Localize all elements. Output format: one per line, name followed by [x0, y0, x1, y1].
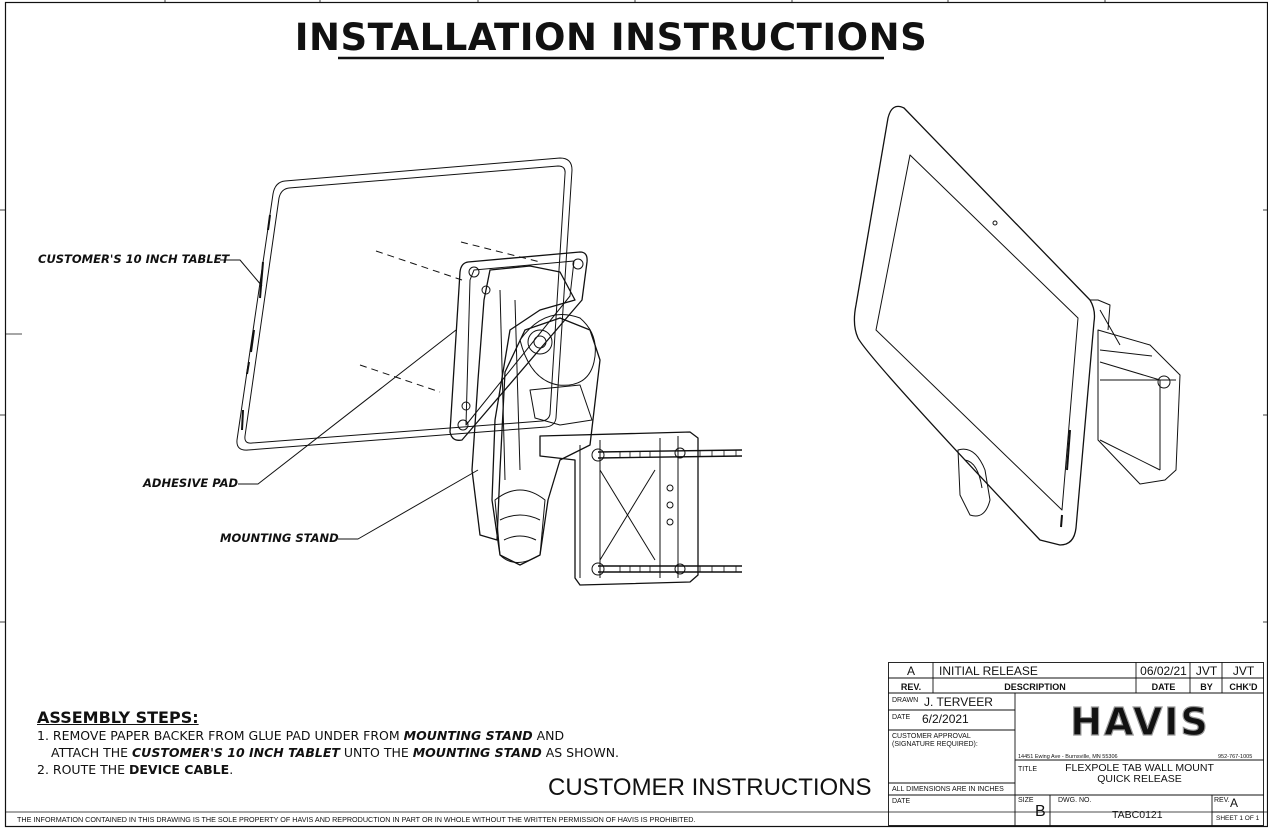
zone-ticks — [0, 0, 1268, 623]
date2-label: DATE — [892, 798, 911, 805]
step2-device-cable: DEVICE CABLE — [129, 762, 230, 777]
assembled-tablet — [853, 105, 1096, 546]
leader-pad — [238, 329, 457, 485]
callout-tablet: CUSTOMER'S 10 INCH TABLET — [38, 252, 230, 266]
rev-block-value: A — [1230, 796, 1239, 810]
rev-value: A — [906, 664, 915, 678]
step1-text-e: AS SHOWN. — [541, 745, 620, 760]
callout-mounting-stand: MOUNTING STAND — [220, 531, 339, 545]
step1-tablet: CUSTOMER'S 10 INCH TABLET — [132, 745, 340, 760]
dwg-no-value: TABC0121 — [1112, 809, 1163, 821]
step2-text-a: 2. ROUTE THE — [37, 762, 129, 777]
rev-by: JVT — [1195, 664, 1218, 678]
size-label: SIZE — [1018, 797, 1034, 804]
assembly-step-1-line-2: ATTACH THE CUSTOMER'S 10 INCH TABLET UNT… — [51, 745, 619, 760]
rev-date: 06/02/21 — [1140, 664, 1187, 678]
screws — [591, 447, 743, 576]
exploded-view-illustration — [220, 157, 743, 586]
sheet-count: SHEET 1 OF 1 — [1216, 815, 1260, 822]
page-title: INSTALLATION INSTRUCTIONS — [294, 16, 928, 59]
assembly-step-1-line-1: 1. REMOVE PAPER BACKER FROM GLUE PAD UND… — [37, 728, 564, 743]
rev-header-date: DATE — [1151, 682, 1176, 692]
rev-header-by: BY — [1200, 682, 1213, 692]
drawn-value: J. TERVEER — [924, 695, 993, 709]
title-label: TITLE — [1018, 766, 1038, 773]
dwg-no-label: DWG. NO. — [1058, 797, 1092, 804]
assembly-step-2: 2. ROUTE THE DEVICE CABLE. — [37, 762, 233, 777]
date-value: 6/2/2021 — [922, 712, 969, 726]
step1-text-a: 1. REMOVE PAPER BACKER FROM GLUE PAD UND… — [37, 728, 404, 743]
rev-description: INITIAL RELEASE — [939, 664, 1038, 678]
drawing-title-line-2: QUICK RELEASE — [1097, 773, 1182, 785]
dims-note: ALL DIMENSIONS ARE IN INCHES — [892, 786, 1004, 793]
company-address: 14451 Ewing Ave - Burnsville, MN 55306 — [1018, 754, 1118, 760]
step1-text-b: AND — [532, 728, 565, 743]
step1-text-c: ATTACH THE — [51, 745, 132, 760]
rev-header-description: DESCRIPTION — [1004, 682, 1066, 692]
tablet-outline — [236, 157, 573, 451]
step2-text-b: . — [229, 762, 234, 777]
rev-block-label: REV. — [1214, 797, 1230, 804]
mounting-stand — [471, 265, 601, 566]
title-block-grid — [888, 662, 1264, 826]
rev-chkd: JVT — [1232, 664, 1255, 678]
drawing-title-line-1: FLEXPOLE TAB WALL MOUNT — [1065, 762, 1214, 774]
approval-line-2: (SIGNATURE REQUIRED): — [892, 741, 978, 748]
wall-bracket — [539, 431, 699, 586]
adhesive-pad — [449, 251, 588, 441]
step1-text-d: UNTO THE — [339, 745, 413, 760]
size-value: B — [1035, 803, 1046, 820]
assembled-view-illustration — [853, 105, 1181, 546]
havis-logo: HAVIS — [1070, 700, 1210, 744]
assembly-heading: ASSEMBLY STEPS: — [37, 708, 199, 727]
customer-instructions-label: CUSTOMER INSTRUCTIONS — [548, 774, 872, 801]
callout-adhesive-pad: ADHESIVE PAD — [143, 476, 239, 490]
date-label: DATE — [892, 714, 911, 721]
assembled-stand — [1097, 329, 1181, 485]
step1-mounting-stand-2: MOUNTING STAND — [412, 745, 542, 760]
company-phone: 952-767-1005 — [1218, 754, 1253, 760]
proprietary-notice: THE INFORMATION CONTAINED IN THIS DRAWIN… — [17, 815, 696, 824]
approval-line-1: CUSTOMER APPROVAL — [892, 733, 971, 740]
rev-header-chkd: CHK'D — [1229, 682, 1258, 692]
rev-header-rev: REV. — [900, 682, 922, 692]
leader-stand — [338, 469, 479, 540]
drawn-label: DRAWN — [892, 697, 919, 704]
step1-mounting-stand: MOUNTING STAND — [403, 728, 533, 743]
leader-tablet — [220, 259, 263, 287]
